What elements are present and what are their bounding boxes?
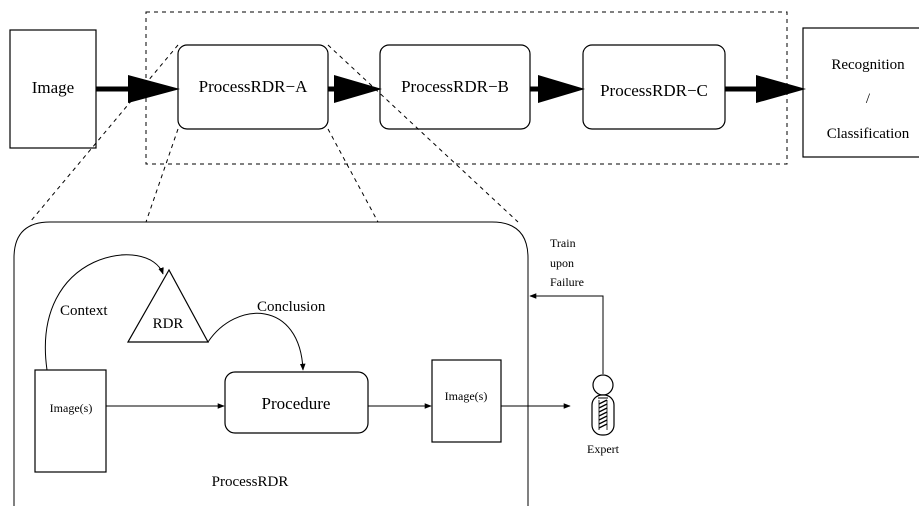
zoom-line-outer-left	[29, 44, 179, 223]
context-arrow	[44, 254, 164, 371]
context-label: Context	[60, 303, 108, 319]
zoom-line-inner-right	[327, 128, 379, 223]
output-label-line3: Classification	[827, 126, 910, 142]
arrow-c-to-output	[725, 75, 806, 103]
output-label-line1: Recognition	[831, 57, 905, 73]
pipeline-container	[145, 11, 788, 165]
procedure-box	[224, 371, 369, 434]
arrow-b-to-c	[530, 75, 585, 103]
train-feedback-arrow	[529, 293, 604, 374]
output-images-box	[431, 359, 502, 443]
stage-a-label: ProcessRDR−A	[199, 77, 308, 96]
output-box	[802, 27, 919, 158]
arrow-input-to-a	[96, 75, 180, 103]
rdr-label: RDR	[153, 316, 184, 332]
procedure-label: Procedure	[262, 394, 331, 413]
conclusion-label: Conclusion	[257, 299, 326, 315]
output-images-label: Image(s)	[445, 389, 488, 403]
input-image-label: Image	[32, 78, 74, 97]
rdr-triangle	[126, 268, 210, 343]
train-label-line3: Failure	[550, 275, 584, 289]
train-label-line2: upon	[550, 256, 574, 270]
train-label-line1: Train	[550, 236, 576, 250]
output-label-line2: /	[866, 91, 871, 107]
expert-icon	[591, 374, 615, 436]
zoom-line-inner-left	[145, 128, 179, 223]
arrow-a-to-b	[328, 75, 382, 103]
process-rdr-detail-box	[13, 221, 529, 506]
conclusion-arrow	[207, 312, 306, 371]
expert-label: Expert	[587, 442, 620, 456]
input-image-box	[9, 29, 97, 149]
zoom-line-outer-right	[327, 44, 519, 223]
process-rdr-label: ProcessRDR	[212, 474, 289, 490]
stage-c-label: ProcessRDR−C	[600, 81, 708, 100]
input-images-label: Image(s)	[50, 401, 93, 415]
input-images-box	[34, 369, 107, 473]
stage-b-label: ProcessRDR−B	[401, 77, 509, 96]
